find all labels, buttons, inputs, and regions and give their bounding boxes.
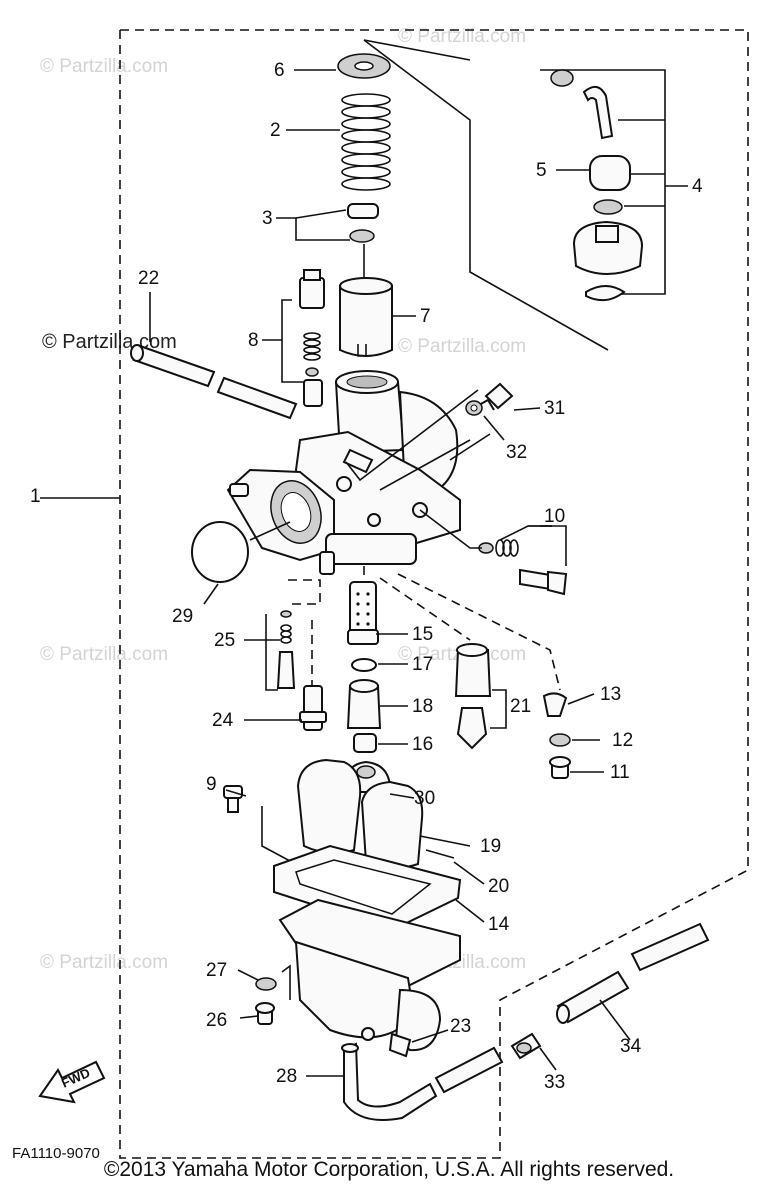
callout-15: 15 <box>412 624 433 645</box>
washer <box>593 199 623 215</box>
pilot-jet-24 <box>299 620 327 731</box>
fwd-arrow-icon: FWD <box>38 1060 106 1104</box>
cover-assembly <box>540 69 688 302</box>
drain-screw-26 <box>255 964 291 1025</box>
callout-4: 4 <box>692 176 703 197</box>
screw-23 <box>388 1032 412 1058</box>
callout-16: 16 <box>412 734 433 755</box>
vent-pipe-22 <box>130 344 298 420</box>
leader-lines <box>149 69 631 1077</box>
watermark: © Partzilla.com <box>398 26 526 47</box>
watermark: © Partzilla.com <box>398 336 526 357</box>
callout-18: 18 <box>412 696 433 717</box>
starter-pipe <box>582 85 614 140</box>
pilot-screw-25 <box>265 579 321 691</box>
gasket-14 <box>273 844 462 932</box>
watermark: © Partzilla.com <box>40 952 168 973</box>
callout-27: 27 <box>206 960 227 981</box>
throttle-valve-7 <box>339 285 393 357</box>
copyright-notice: ©2013 Yamaha Motor Corporation, U.S.A. A… <box>103 1158 675 1181</box>
callout-30: 30 <box>414 788 435 809</box>
callout-20: 20 <box>488 876 509 897</box>
needle-valve-21 <box>379 577 507 750</box>
callout-21: 21 <box>510 696 531 717</box>
callout-19: 19 <box>480 836 501 857</box>
spring-8 <box>303 332 321 361</box>
circlip <box>585 285 626 302</box>
main-jet-stack <box>342 566 392 793</box>
callout-23: 23 <box>450 1016 471 1037</box>
callout-32: 32 <box>506 442 527 463</box>
cap-nut <box>550 69 574 87</box>
callout-2: 2 <box>270 120 281 141</box>
callout-12: 12 <box>612 730 633 751</box>
float-19 <box>296 758 471 869</box>
callout-1: 1 <box>30 486 41 507</box>
hose-34 <box>556 922 710 1024</box>
callout-3: 3 <box>262 208 273 229</box>
callout-22: 22 <box>138 268 159 289</box>
float-pin-screw-group <box>397 573 571 779</box>
callout-31: 31 <box>544 398 565 419</box>
screw-31-group <box>465 382 514 416</box>
watermark: © Partzilla.com <box>42 331 177 353</box>
callout-9: 9 <box>206 774 217 795</box>
throttle-stop-screw <box>262 269 325 407</box>
watermark: © Partzilla.com <box>40 56 168 77</box>
float-bowl <box>278 898 461 1052</box>
plunger-cap-top <box>595 225 619 243</box>
throttle-valve-group <box>337 39 609 357</box>
cap-5 <box>589 155 631 191</box>
callout-34: 34 <box>620 1036 642 1057</box>
plunger-cap <box>572 220 644 275</box>
watermark: © Partzilla.com <box>40 644 168 665</box>
callout-7: 7 <box>420 306 431 327</box>
callout-10: 10 <box>544 506 565 527</box>
spring-2 <box>341 93 391 191</box>
assembly-boundary <box>119 29 749 1159</box>
callout-11: 11 <box>610 762 630 783</box>
callout-28: 28 <box>276 1066 297 1087</box>
callout-8: 8 <box>248 330 259 351</box>
needle-clip-holder <box>347 203 379 219</box>
hose-28 <box>343 1042 438 1121</box>
needle-clip <box>349 229 375 243</box>
o-ring-29 <box>191 521 249 583</box>
callout-29: 29 <box>172 606 193 627</box>
callout-24: 24 <box>212 710 234 731</box>
callout-26: 26 <box>206 1010 227 1031</box>
callout-14: 14 <box>488 914 510 935</box>
callout-labels: 1 2 3 4 5 6 7 8 9 10 11 12 13 14 15 16 1… <box>30 60 703 1093</box>
figure-code: FA1110-9070 <box>12 1145 100 1162</box>
fitting-33 <box>510 1032 542 1060</box>
callout-25: 25 <box>214 630 235 651</box>
callout-13: 13 <box>600 684 621 705</box>
callout-33: 33 <box>544 1072 565 1093</box>
callout-17: 17 <box>412 654 433 675</box>
pilot-air-screw-10 <box>419 509 568 596</box>
callout-5: 5 <box>536 160 547 181</box>
callout-6: 6 <box>274 60 285 81</box>
carburetor-body <box>226 370 461 575</box>
